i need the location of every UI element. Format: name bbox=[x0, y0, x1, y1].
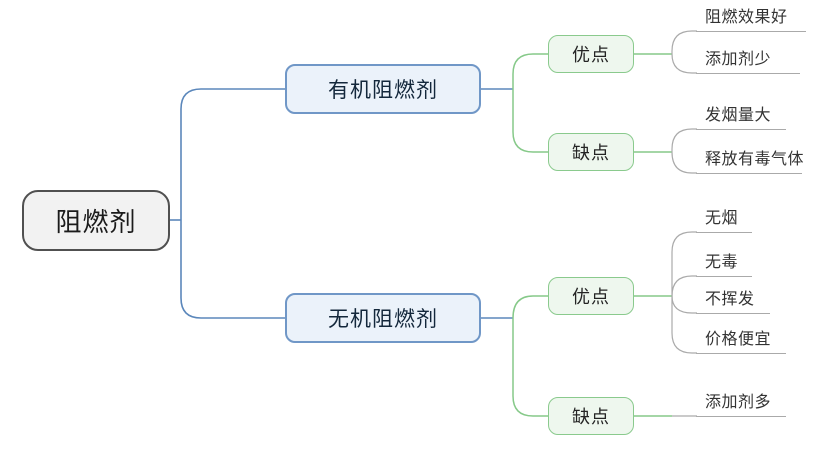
connector-group-root bbox=[170, 88, 513, 319]
leaf-node-organic-cons-1[interactable]: 发烟量大 bbox=[696, 102, 786, 130]
connector-root-inorganic bbox=[180, 220, 285, 319]
leaf-node-organic-pros-1[interactable]: 阻燃效果好 bbox=[696, 4, 806, 32]
connector-root-organic bbox=[180, 88, 285, 220]
leaf-node-inorganic-pros-1[interactable]: 无烟 bbox=[696, 205, 752, 233]
connector-organic-cons bbox=[512, 89, 548, 153]
root-node[interactable]: 阻燃剂 bbox=[22, 190, 170, 251]
connector-group-leaf bbox=[671, 30, 697, 417]
connector-leaf-5 bbox=[671, 231, 697, 296]
connector-leaf-8 bbox=[671, 296, 697, 354]
sub-node-organic-pros[interactable]: 优点 bbox=[548, 35, 634, 73]
leaf-node-inorganic-pros-4[interactable]: 价格便宜 bbox=[696, 326, 786, 354]
connector-leaf-6 bbox=[671, 275, 697, 297]
leaf-node-inorganic-cons-1[interactable]: 添加剂多 bbox=[696, 389, 786, 417]
connector-leaf-1 bbox=[671, 30, 697, 54]
connector-leaf-2 bbox=[671, 53, 697, 74]
sub-node-inorganic-pros[interactable]: 优点 bbox=[548, 277, 634, 315]
connector-leaf-3 bbox=[671, 128, 697, 152]
connector-leaf-7 bbox=[671, 295, 697, 314]
connector-inorganic-cons bbox=[512, 318, 548, 417]
sub-node-organic-cons[interactable]: 缺点 bbox=[548, 133, 634, 171]
connector-leaf-4 bbox=[671, 151, 697, 174]
leaf-node-inorganic-pros-3[interactable]: 不挥发 bbox=[696, 286, 770, 314]
leaf-node-organic-cons-2[interactable]: 释放有毒气体 bbox=[696, 146, 804, 174]
branch-node-inorganic[interactable]: 无机阻燃剂 bbox=[285, 293, 481, 343]
connector-group-sub bbox=[512, 53, 672, 417]
sub-node-inorganic-cons[interactable]: 缺点 bbox=[548, 397, 634, 435]
branch-node-organic[interactable]: 有机阻燃剂 bbox=[285, 64, 481, 114]
leaf-node-organic-pros-2[interactable]: 添加剂少 bbox=[696, 46, 800, 74]
connector-organic-pros bbox=[512, 53, 548, 89]
connector-inorganic-pros bbox=[512, 295, 548, 319]
leaf-node-inorganic-pros-2[interactable]: 无毒 bbox=[696, 249, 752, 277]
